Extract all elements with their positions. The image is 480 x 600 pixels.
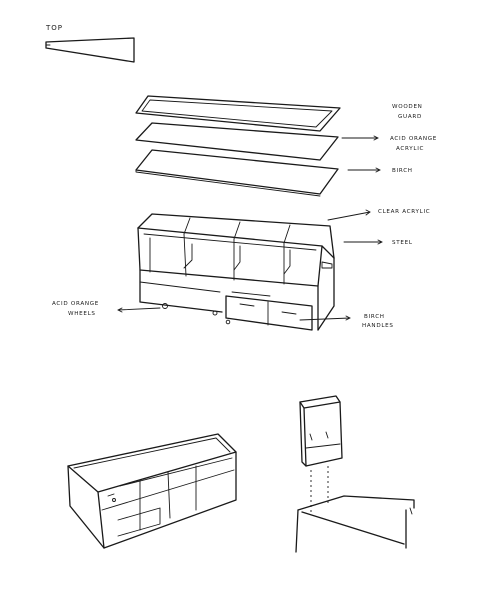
label-clear-acrylic: CLEAR ACRYLIC [378, 209, 430, 215]
arrow-clear-acrylic [327, 211, 371, 221]
acid-acrylic-layer [135, 122, 339, 161]
label-wheels-2: WHEELS [68, 311, 96, 317]
top-view-outline [45, 37, 135, 63]
arrow-handles [299, 317, 351, 321]
label-acid-acrylic-2: ACRYLIC [396, 146, 424, 152]
label-birch: BIRCH [392, 168, 413, 174]
label-wheels-1: ACID ORANGE [52, 301, 99, 307]
label-steel: STEEL [392, 240, 413, 246]
detail-sketch [295, 395, 415, 553]
label-handles-2: HANDLES [362, 323, 394, 329]
label-wooden-guard-1: WOODEN [392, 104, 423, 110]
label-wooden-guard-2: GUARD [398, 114, 422, 120]
perspective-sketch [67, 433, 237, 549]
arrow-wheels [117, 307, 161, 311]
label-acid-acrylic-1: ACID ORANGE [390, 136, 437, 142]
cabinet-body [137, 213, 335, 331]
birch-layer [135, 149, 339, 197]
label-top: TOP [45, 24, 63, 32]
wooden-guard-layer [135, 95, 341, 132]
label-handles-1: BIRCH [364, 314, 385, 320]
